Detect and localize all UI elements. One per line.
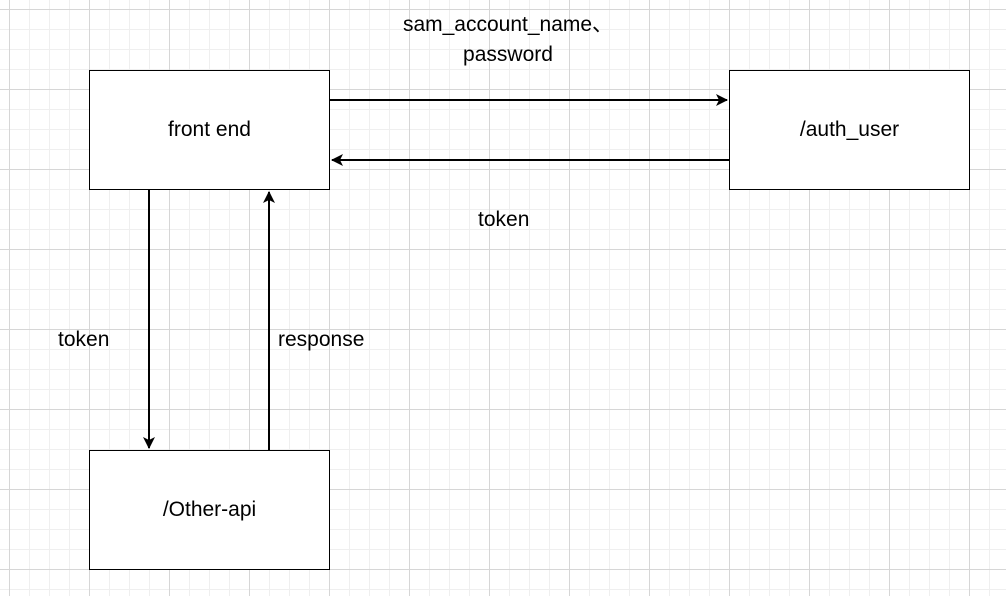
node-other-api-label: /Other-api xyxy=(162,498,257,521)
node-front-end-label: front end xyxy=(168,118,251,141)
node-auth-user-label: /auth_user xyxy=(799,118,900,141)
edge-label-credentials-line1: sam_account_name、 xyxy=(402,13,614,36)
node-front-end[interactable]: front end xyxy=(89,70,330,190)
edge-label-credentials-line2: password xyxy=(463,43,553,66)
edge-label-token-request: token xyxy=(58,328,110,351)
node-other-api[interactable]: /Other-api xyxy=(89,450,330,570)
edge-label-response: response xyxy=(278,328,365,351)
edge-label-credentials: sam_account_name、 password xyxy=(358,10,658,70)
node-auth-user[interactable]: /auth_user xyxy=(729,70,970,190)
edge-label-token-return: token xyxy=(478,208,530,231)
